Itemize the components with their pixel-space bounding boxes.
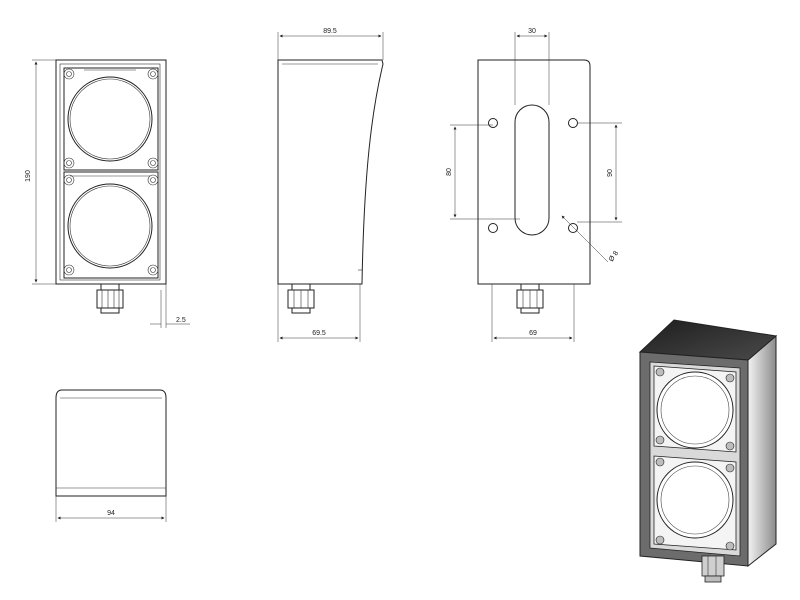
dim-side-top: 89.5 [323, 28, 337, 35]
top-view: 94 [55, 389, 167, 522]
dim-back-width: 69 [529, 330, 537, 337]
back-view: 30 80 90 Ø 8 69 [446, 28, 622, 342]
dim-top-width: 94 [107, 510, 115, 517]
upper-socket-frame [63, 67, 159, 171]
front-cable-gland [96, 283, 124, 314]
dim-offset-front: 2.5 [176, 317, 186, 324]
isometric-view [638, 319, 778, 583]
mount-hole-top-left [488, 118, 498, 128]
side-housing-outline [277, 59, 384, 285]
dim-hole-diameter: Ø 8 [608, 250, 620, 263]
back-housing-outline [477, 59, 591, 285]
front-screw-group [63, 68, 159, 276]
mounting-slot [514, 104, 550, 236]
dim-hole-spacing-right: 90 [607, 169, 614, 177]
mount-hole-bottom-left [488, 223, 498, 233]
dim-slot-width: 30 [528, 28, 536, 35]
dim-height-front: 190 [25, 170, 32, 182]
upper-socket-face [67, 76, 153, 162]
iso-screw-group [655, 367, 735, 551]
side-view: 89.5 69.5 [277, 28, 384, 342]
front-view: 190 2.5 [25, 59, 190, 328]
dim-hole-spacing-left: 80 [446, 168, 453, 176]
lower-socket-face [67, 183, 153, 269]
iso-side-panel [747, 334, 777, 568]
iso-cable-gland [701, 555, 725, 583]
top-housing-outline [55, 389, 167, 497]
mount-hole-bottom-right [568, 223, 578, 233]
side-cable-gland [287, 283, 315, 314]
lower-socket-frame [63, 171, 159, 279]
back-cable-gland [516, 283, 544, 314]
mount-hole-top-right [568, 118, 578, 128]
dim-side-bottom: 69.5 [312, 330, 326, 337]
